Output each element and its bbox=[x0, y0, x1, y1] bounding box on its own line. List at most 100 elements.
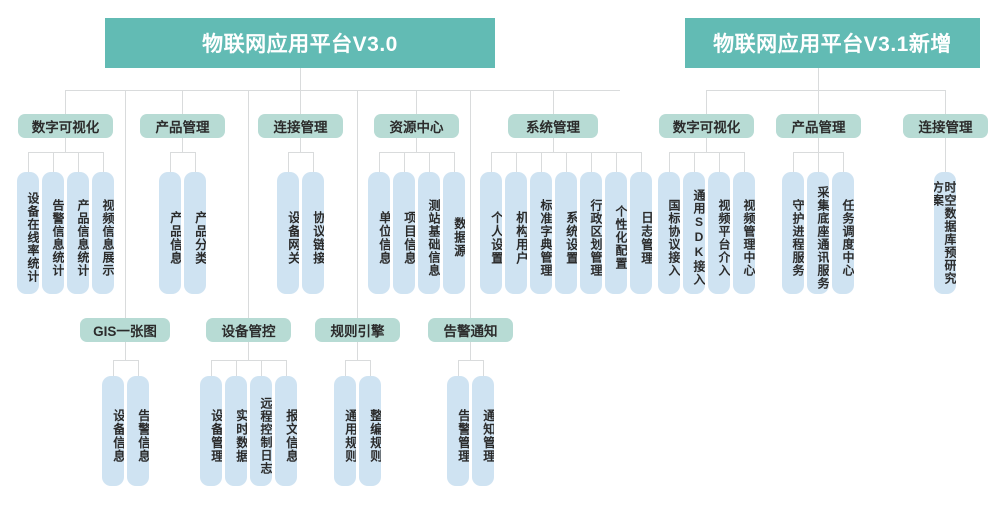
category-left-1-label: 产品管理 bbox=[155, 120, 210, 135]
leaf-left-4-1[interactable]: 机构用户 bbox=[505, 172, 527, 294]
leaf-right-0-1-label: 通用SDK接入 bbox=[692, 189, 705, 286]
leaf-lower-2-0[interactable]: 通用规则 bbox=[334, 376, 356, 486]
leaf-left-3-0-label: 单位信息 bbox=[377, 210, 390, 265]
leaf-lower-2-1[interactable]: 整编规则 bbox=[359, 376, 381, 486]
category-left-4[interactable]: 系统管理 bbox=[508, 114, 598, 138]
cat0-leafdrop-0 bbox=[28, 152, 29, 172]
leaf-left-4-6-label: 日志管理 bbox=[639, 210, 652, 265]
category-lower-0[interactable]: GIS一张图 bbox=[80, 318, 170, 342]
leaf-right-1-1[interactable]: 采集底座通讯服务 bbox=[807, 172, 829, 294]
leaf-left-1-1-label: 产品分类 bbox=[193, 210, 206, 265]
lower3-bus bbox=[458, 360, 483, 361]
leaf-right-1-1-label: 采集底座通讯服务 bbox=[816, 185, 829, 290]
leaf-right-0-1[interactable]: 通用SDK接入 bbox=[683, 172, 705, 294]
leaf-left-2-0[interactable]: 设备网关 bbox=[277, 172, 299, 294]
drop-cat-chanpinguanli bbox=[182, 90, 183, 114]
rcat1-leafdrop-1 bbox=[818, 152, 819, 172]
category-left-2[interactable]: 连接管理 bbox=[258, 114, 343, 138]
drop-cat-ziyuanzhongxin bbox=[416, 90, 417, 114]
category-lower-3[interactable]: 告警通知 bbox=[428, 318, 513, 342]
cat0-leafdrop-1 bbox=[53, 152, 54, 172]
leaf-right-0-2[interactable]: 视频平台介入 bbox=[708, 172, 730, 294]
category-lower-2-label: 规则引擎 bbox=[330, 324, 385, 339]
rcat0-leafdrop-1 bbox=[694, 152, 695, 172]
category-lower-0-label: GIS一张图 bbox=[93, 324, 157, 339]
leaf-left-0-1-label: 告警信息统计 bbox=[51, 198, 64, 277]
leaf-left-1-0[interactable]: 产品信息 bbox=[159, 172, 181, 294]
leaf-left-2-1-label: 协议链接 bbox=[311, 210, 324, 265]
leaf-left-4-0[interactable]: 个人设置 bbox=[480, 172, 502, 294]
leaf-lower-0-0[interactable]: 设备信息 bbox=[102, 376, 124, 486]
leaf-left-3-3[interactable]: 数据源 bbox=[443, 172, 465, 294]
trunk-left-banner bbox=[300, 68, 301, 90]
leaf-lower-1-1[interactable]: 实时数据 bbox=[225, 376, 247, 486]
cat3-leafdrop-1 bbox=[404, 152, 405, 172]
leaf-left-3-0[interactable]: 单位信息 bbox=[368, 172, 390, 294]
category-lower-1[interactable]: 设备管控 bbox=[206, 318, 291, 342]
leaf-lower-1-0[interactable]: 设备管理 bbox=[200, 376, 222, 486]
leaf-right-0-0[interactable]: 国标协议接入 bbox=[658, 172, 680, 294]
leaf-lower-1-2-label: 远程控制日志 bbox=[259, 396, 272, 475]
leaf-left-4-2[interactable]: 标准字典管理 bbox=[530, 172, 552, 294]
category-right-1[interactable]: 产品管理 bbox=[776, 114, 861, 138]
category-left-1[interactable]: 产品管理 bbox=[140, 114, 225, 138]
cat0-bus bbox=[28, 152, 103, 153]
leaf-lower-1-1-label: 实时数据 bbox=[234, 408, 247, 463]
lower0-leafdrop-1 bbox=[138, 360, 139, 376]
leaf-left-2-0-label: 设备网关 bbox=[286, 210, 299, 265]
leaf-left-4-3[interactable]: 系统设置 bbox=[555, 172, 577, 294]
category-left-0[interactable]: 数字可视化 bbox=[18, 114, 113, 138]
leaf-left-1-1[interactable]: 产品分类 bbox=[184, 172, 206, 294]
lower3-leafdrop-0 bbox=[458, 360, 459, 376]
cat2-bus bbox=[288, 152, 313, 153]
lower0-stem bbox=[125, 342, 126, 360]
leaf-left-2-1[interactable]: 协议链接 bbox=[302, 172, 324, 294]
cat1-leafdrop-0 bbox=[170, 152, 171, 172]
leaf-left-4-4[interactable]: 行政区划管理 bbox=[580, 172, 602, 294]
cat3-bus bbox=[379, 152, 454, 153]
leaf-lower-0-1[interactable]: 告警信息 bbox=[127, 376, 149, 486]
category-left-3[interactable]: 资源中心 bbox=[374, 114, 459, 138]
category-right-2[interactable]: 连接管理 bbox=[903, 114, 988, 138]
leaf-right-1-2[interactable]: 任务调度中心 bbox=[832, 172, 854, 294]
leaf-lower-3-0[interactable]: 告警管理 bbox=[447, 376, 469, 486]
cat1-leafdrop-1 bbox=[195, 152, 196, 172]
leaf-lower-1-3[interactable]: 报文信息 bbox=[275, 376, 297, 486]
category-right-0[interactable]: 数字可视化 bbox=[659, 114, 754, 138]
leaf-left-4-5[interactable]: 个性化配置 bbox=[605, 172, 627, 294]
leaf-lower-1-2[interactable]: 远程控制日志 bbox=[250, 376, 272, 486]
drop-cat-shuzikeshihua bbox=[65, 90, 66, 114]
leaf-lower-3-0-label: 告警管理 bbox=[456, 408, 469, 463]
trunk-to-guizeyinqing bbox=[357, 90, 358, 318]
drop-cat-lianjieguanli bbox=[300, 90, 301, 114]
lower0-bus bbox=[113, 360, 138, 361]
leaf-right-1-0[interactable]: 守护进程服务 bbox=[782, 172, 804, 294]
leaf-right-0-3-label: 视频管理中心 bbox=[742, 198, 755, 277]
leaf-left-0-0[interactable]: 设备在线率统计 bbox=[17, 172, 39, 294]
leaf-left-0-0-label: 设备在线率统计 bbox=[26, 192, 39, 283]
leaf-left-4-2-label: 标准字典管理 bbox=[539, 198, 552, 277]
rcat0-leafdrop-0 bbox=[669, 152, 670, 172]
cat4-leafdrop-6 bbox=[641, 152, 642, 172]
leaf-left-0-1[interactable]: 告警信息统计 bbox=[42, 172, 64, 294]
leaf-right-2-0[interactable]: 时空数据库预研究方案 bbox=[934, 172, 956, 294]
lower0-leafdrop-0 bbox=[113, 360, 114, 376]
leaf-lower-3-1[interactable]: 通知管理 bbox=[472, 376, 494, 486]
leaf-lower-2-0-label: 通用规则 bbox=[343, 408, 356, 463]
rcat0-leafdrop-2 bbox=[719, 152, 720, 172]
banner-left-label: 物联网应用平台V3.0 bbox=[202, 33, 398, 56]
leaf-left-0-3[interactable]: 视频信息展示 bbox=[92, 172, 114, 294]
leaf-left-3-1[interactable]: 项目信息 bbox=[393, 172, 415, 294]
cat0-stem bbox=[65, 138, 66, 152]
leaf-right-0-3[interactable]: 视频管理中心 bbox=[733, 172, 755, 294]
leaf-left-4-6[interactable]: 日志管理 bbox=[630, 172, 652, 294]
leaf-left-0-2[interactable]: 产品信息统计 bbox=[67, 172, 89, 294]
cat4-leafdrop-2 bbox=[541, 152, 542, 172]
category-lower-2[interactable]: 规则引擎 bbox=[315, 318, 400, 342]
cat1-stem bbox=[182, 138, 183, 152]
leaf-left-3-2[interactable]: 测站基础信息 bbox=[418, 172, 440, 294]
lower1-leafdrop-1 bbox=[236, 360, 237, 376]
rcat1-stem bbox=[818, 138, 819, 152]
trunk-to-gaojingtongzhi bbox=[470, 90, 471, 318]
drop-cat-right-1 bbox=[818, 90, 819, 114]
